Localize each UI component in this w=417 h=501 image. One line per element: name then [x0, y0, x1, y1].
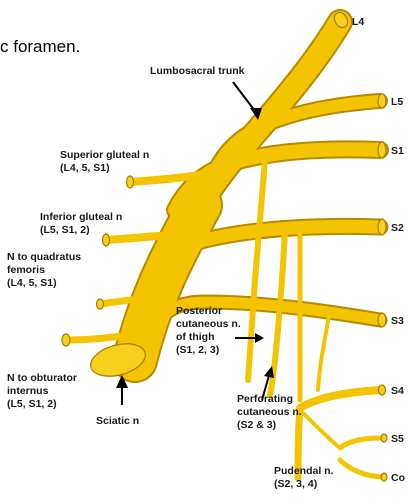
- obturator-internus-label-line1: N to obturator: [7, 372, 77, 384]
- superior-gluteal-label-line2: (L4, 5, S1): [60, 162, 110, 174]
- posterior-cutaneous-label-line3: of thigh: [176, 331, 214, 343]
- lumbosacral-trunk-label: Lumbosacral trunk: [150, 65, 245, 77]
- obturator-internus-label-line3: (L5, S1, 2): [7, 398, 57, 410]
- quadratus-femoris-label-line1: N to quadratus: [7, 251, 81, 263]
- inferior-gluteal-label-line2: (L5, S1, 2): [40, 224, 90, 236]
- inferior-gluteal-label-line1: Inferior gluteal n: [40, 211, 122, 223]
- superior-gluteal-label-line1: Superior gluteal n: [60, 149, 149, 161]
- pudendal-label-line2: (S2, 3, 4): [274, 478, 317, 490]
- sciatic-label: Sciatic n: [96, 415, 139, 427]
- root-label-l4: L4: [352, 16, 364, 28]
- obturator-internus-label-line2: internus: [7, 385, 49, 397]
- root-label-s3: S3: [391, 315, 404, 327]
- root-label-s1: S1: [391, 145, 404, 157]
- posterior-cutaneous-label-line2: cutaneous n.: [176, 318, 241, 330]
- root-label-co: Co: [391, 472, 405, 484]
- perforating-cutaneous-label-line2: cutaneous n.: [237, 406, 302, 418]
- quadratus-femoris-label-line2: femoris: [7, 264, 45, 276]
- caption-fragment: c foramen.: [0, 37, 80, 56]
- root-labels: L4 L5 S1 S2 S3 S4 S5 Co: [352, 16, 405, 484]
- posterior-cutaneous-label-line4: (S1, 2, 3): [176, 344, 219, 356]
- quadratus-femoris-label-line3: (L4, 5, S1): [7, 277, 57, 289]
- root-label-l5: L5: [391, 96, 403, 108]
- root-label-s5: S5: [391, 433, 404, 445]
- root-label-s4: S4: [391, 385, 404, 397]
- root-label-s2: S2: [391, 222, 404, 234]
- posterior-cutaneous-label-line1: Posterior: [176, 305, 222, 317]
- pudendal-label-line1: Pudendal n.: [274, 465, 334, 477]
- perforating-cutaneous-label-line3: (S2 & 3): [237, 419, 276, 431]
- nerve-plexus: [62, 10, 387, 481]
- perforating-cutaneous-label-line1: Perforating: [237, 393, 293, 405]
